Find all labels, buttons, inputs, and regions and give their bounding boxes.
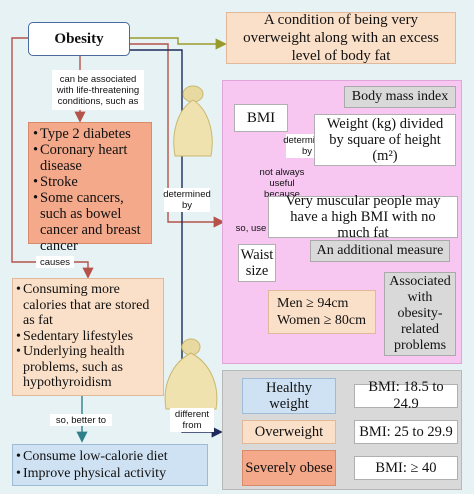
list-item: Improve physical activity [16, 465, 204, 482]
list-item: Sedentary lifestyles [16, 329, 160, 345]
obesity-title: Obesity [28, 22, 130, 56]
conditions-box: Type 2 diabetes Coronary heart disease S… [28, 122, 152, 254]
category-healthy: Healthy weight [242, 378, 336, 414]
list-item: Stroke [33, 174, 147, 190]
body-silhouette-icon [173, 85, 213, 157]
body-mass-index-label: Body mass index [344, 86, 456, 108]
causes-label: causes [36, 256, 74, 268]
list-item: Some cancers, such as bowel cancer and b… [33, 190, 147, 254]
list-item: Consuming more calories that are stored … [16, 282, 160, 329]
associated-label: can be associated with life-threatening … [52, 70, 144, 110]
bmi-formula: Weight (kg) divided by square of height … [314, 114, 456, 166]
determined-by-label: determined by [163, 188, 211, 212]
bmi-label: BMI [234, 104, 288, 132]
conditions-list: Type 2 diabetes Coronary heart disease S… [33, 126, 147, 254]
causes-box: Consuming more calories that are stored … [12, 278, 164, 396]
causes-list: Consuming more calories that are stored … [16, 282, 160, 391]
not-useful-label: not always useful because [256, 166, 308, 200]
waist-thresholds: Men ≥ 94cm Women ≥ 80cm [268, 290, 376, 334]
associated-risk: Associated with obesity-related problems [384, 272, 456, 356]
different-from-label: different from [170, 408, 214, 432]
list-item: Underlying health problems, such as hypo… [16, 344, 160, 391]
list-item: Consume low-calorie diet [16, 448, 204, 465]
solutions-list: Consume low-calorie diet Improve physica… [16, 448, 204, 482]
additional-measure-label: An additional measure [310, 240, 450, 262]
range-healthy: BMI: 18.5 to 24.9 [354, 379, 458, 412]
solutions-box: Consume low-calorie diet Improve physica… [12, 444, 208, 486]
better-label: so, better to [50, 414, 112, 426]
category-overweight: Overweight [242, 420, 336, 444]
range-overweight: BMI: 25 to 29.9 [354, 420, 458, 444]
body-silhouette-icon-2 [164, 338, 218, 410]
category-severely-obese: Severely obese [242, 450, 336, 486]
waist-size-label: Waist size [238, 244, 276, 282]
list-item: Coronary heart disease [33, 142, 147, 174]
women-threshold: Women ≥ 80cm [277, 313, 366, 328]
so-use-label: so, use [234, 222, 268, 234]
men-threshold: Men ≥ 94cm [277, 296, 349, 311]
definition-box: A condition of being very overweight alo… [226, 12, 456, 64]
list-item: Type 2 diabetes [33, 126, 147, 142]
range-severely-obese: BMI: ≥ 40 [354, 456, 458, 480]
bmi-caveat: Very muscular people may have a high BMI… [268, 193, 458, 241]
